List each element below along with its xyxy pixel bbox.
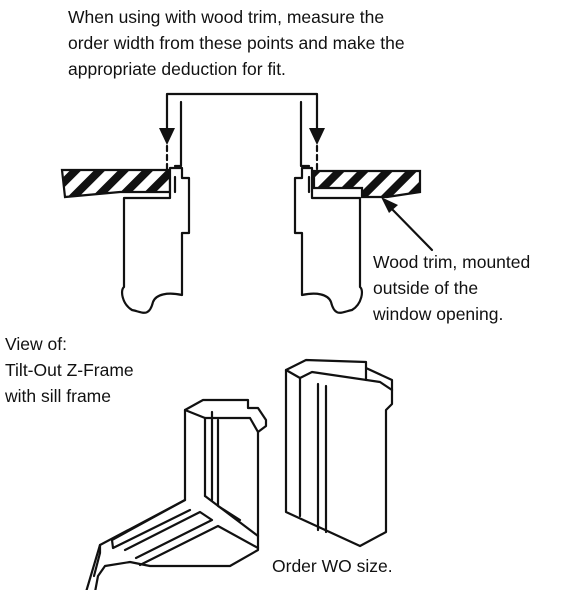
z-frame-top-edge xyxy=(203,416,260,434)
straight-frame-3d xyxy=(284,358,394,548)
right-wall-line xyxy=(299,100,311,168)
right-frame-profile xyxy=(293,166,363,314)
z-frame-outline xyxy=(85,398,268,590)
sill-step xyxy=(123,510,214,560)
wood-trim-label-line-3: window opening. xyxy=(373,304,504,324)
trim-leader-line xyxy=(386,203,434,252)
wood-trim-label: Wood trim, mounted outside of the window… xyxy=(373,249,530,327)
sill-lower-step xyxy=(138,524,260,567)
left-wood-trim xyxy=(60,168,172,199)
z-frame-sill-3d xyxy=(85,398,268,590)
view-label: View of: Tilt-Out Z-Frame with sill fram… xyxy=(5,331,134,409)
right-arrow-icon xyxy=(309,128,325,145)
measurement-instruction-line-3: appropriate deduction for fit. xyxy=(68,59,286,79)
measurement-instruction-line-2: order width from these points and make t… xyxy=(68,33,405,53)
left-frame-profile xyxy=(121,166,191,314)
order-size-label: Order WO size. xyxy=(272,556,393,576)
trim-leader-arrow-icon xyxy=(381,197,398,213)
right-frame-section xyxy=(293,100,422,314)
straight-frame-outline xyxy=(284,358,394,548)
measurement-instruction: When using with wood trim, measure the o… xyxy=(68,4,405,82)
left-wall-line xyxy=(173,100,183,168)
trim-leader xyxy=(381,197,434,252)
z-frame-corner-line xyxy=(203,494,260,538)
left-arrow-icon xyxy=(159,128,175,145)
view-label-line-1: View of: xyxy=(5,334,67,354)
measurement-instruction-line-1: When using with wood trim, measure the xyxy=(68,7,385,27)
right-wood-trim xyxy=(312,169,422,199)
left-frame-section xyxy=(60,100,191,314)
wood-trim-label-line-2: outside of the xyxy=(373,278,479,298)
bracket-line xyxy=(165,92,319,130)
sill-end-edge xyxy=(92,543,102,578)
view-label-line-3: with sill frame xyxy=(5,386,111,406)
straight-frame-top-edge xyxy=(298,370,394,392)
sill-front-edge xyxy=(110,498,192,550)
measurement-bracket xyxy=(159,92,325,188)
wood-trim-label-line-1: Wood trim, mounted xyxy=(373,252,531,272)
view-label-line-2: Tilt-Out Z-Frame xyxy=(5,360,134,380)
